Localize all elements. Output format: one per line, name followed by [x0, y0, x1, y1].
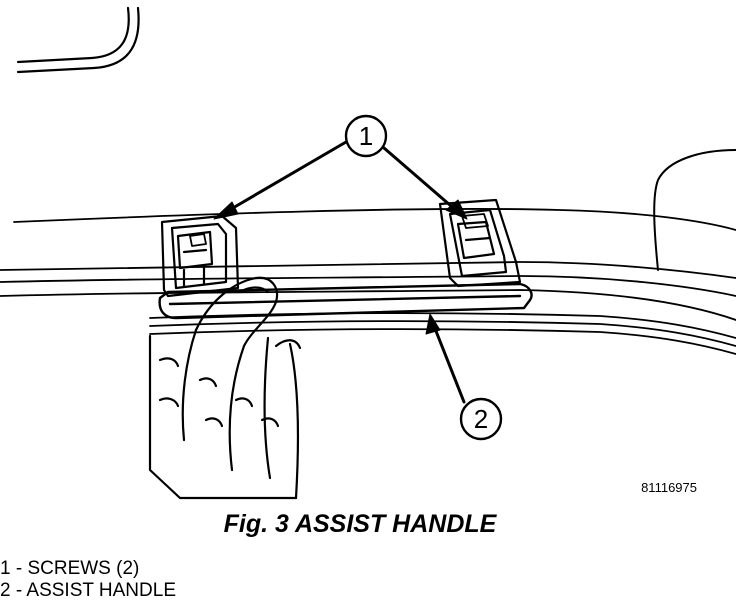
callout-1-circle — [344, 114, 388, 158]
figure-id-number: 81116975 — [641, 480, 697, 495]
callout-2-leader — [432, 324, 466, 404]
left-screw-icon — [189, 233, 207, 247]
roof-rail — [0, 208, 736, 355]
callout-1-number: 1 — [359, 121, 373, 151]
assist-handle-bar — [158, 282, 533, 320]
right-handle-bracket — [438, 198, 522, 288]
legend-item-assist-handle: 2 - ASSIST HANDLE — [0, 580, 176, 601]
legend-item-screws: 1 - SCREWS (2) — [0, 558, 140, 579]
right-screw-icon — [461, 213, 489, 229]
headliner-contour — [653, 149, 736, 271]
callout-2-circle — [459, 397, 503, 441]
callout-2-number: 2 — [474, 404, 488, 434]
left-handle-bracket — [160, 214, 240, 298]
callout-2-arrowhead — [425, 313, 441, 335]
callout-1-leaders — [224, 140, 460, 214]
assist-handle-illustration: 1 2 81116975 — [0, 6, 736, 500]
figure-caption-text: Fig. 3 ASSIST HANDLE — [223, 510, 497, 538]
hand-illustration — [148, 276, 302, 500]
callout-1-arrowheads — [213, 199, 468, 220]
parts-legend: 1 - SCREWS (2) 2 - ASSIST HANDLE — [0, 558, 176, 602]
window-frame-outline — [16, 6, 140, 74]
figure-caption: Fig. 3 ASSIST HANDLE — [0, 510, 736, 539]
